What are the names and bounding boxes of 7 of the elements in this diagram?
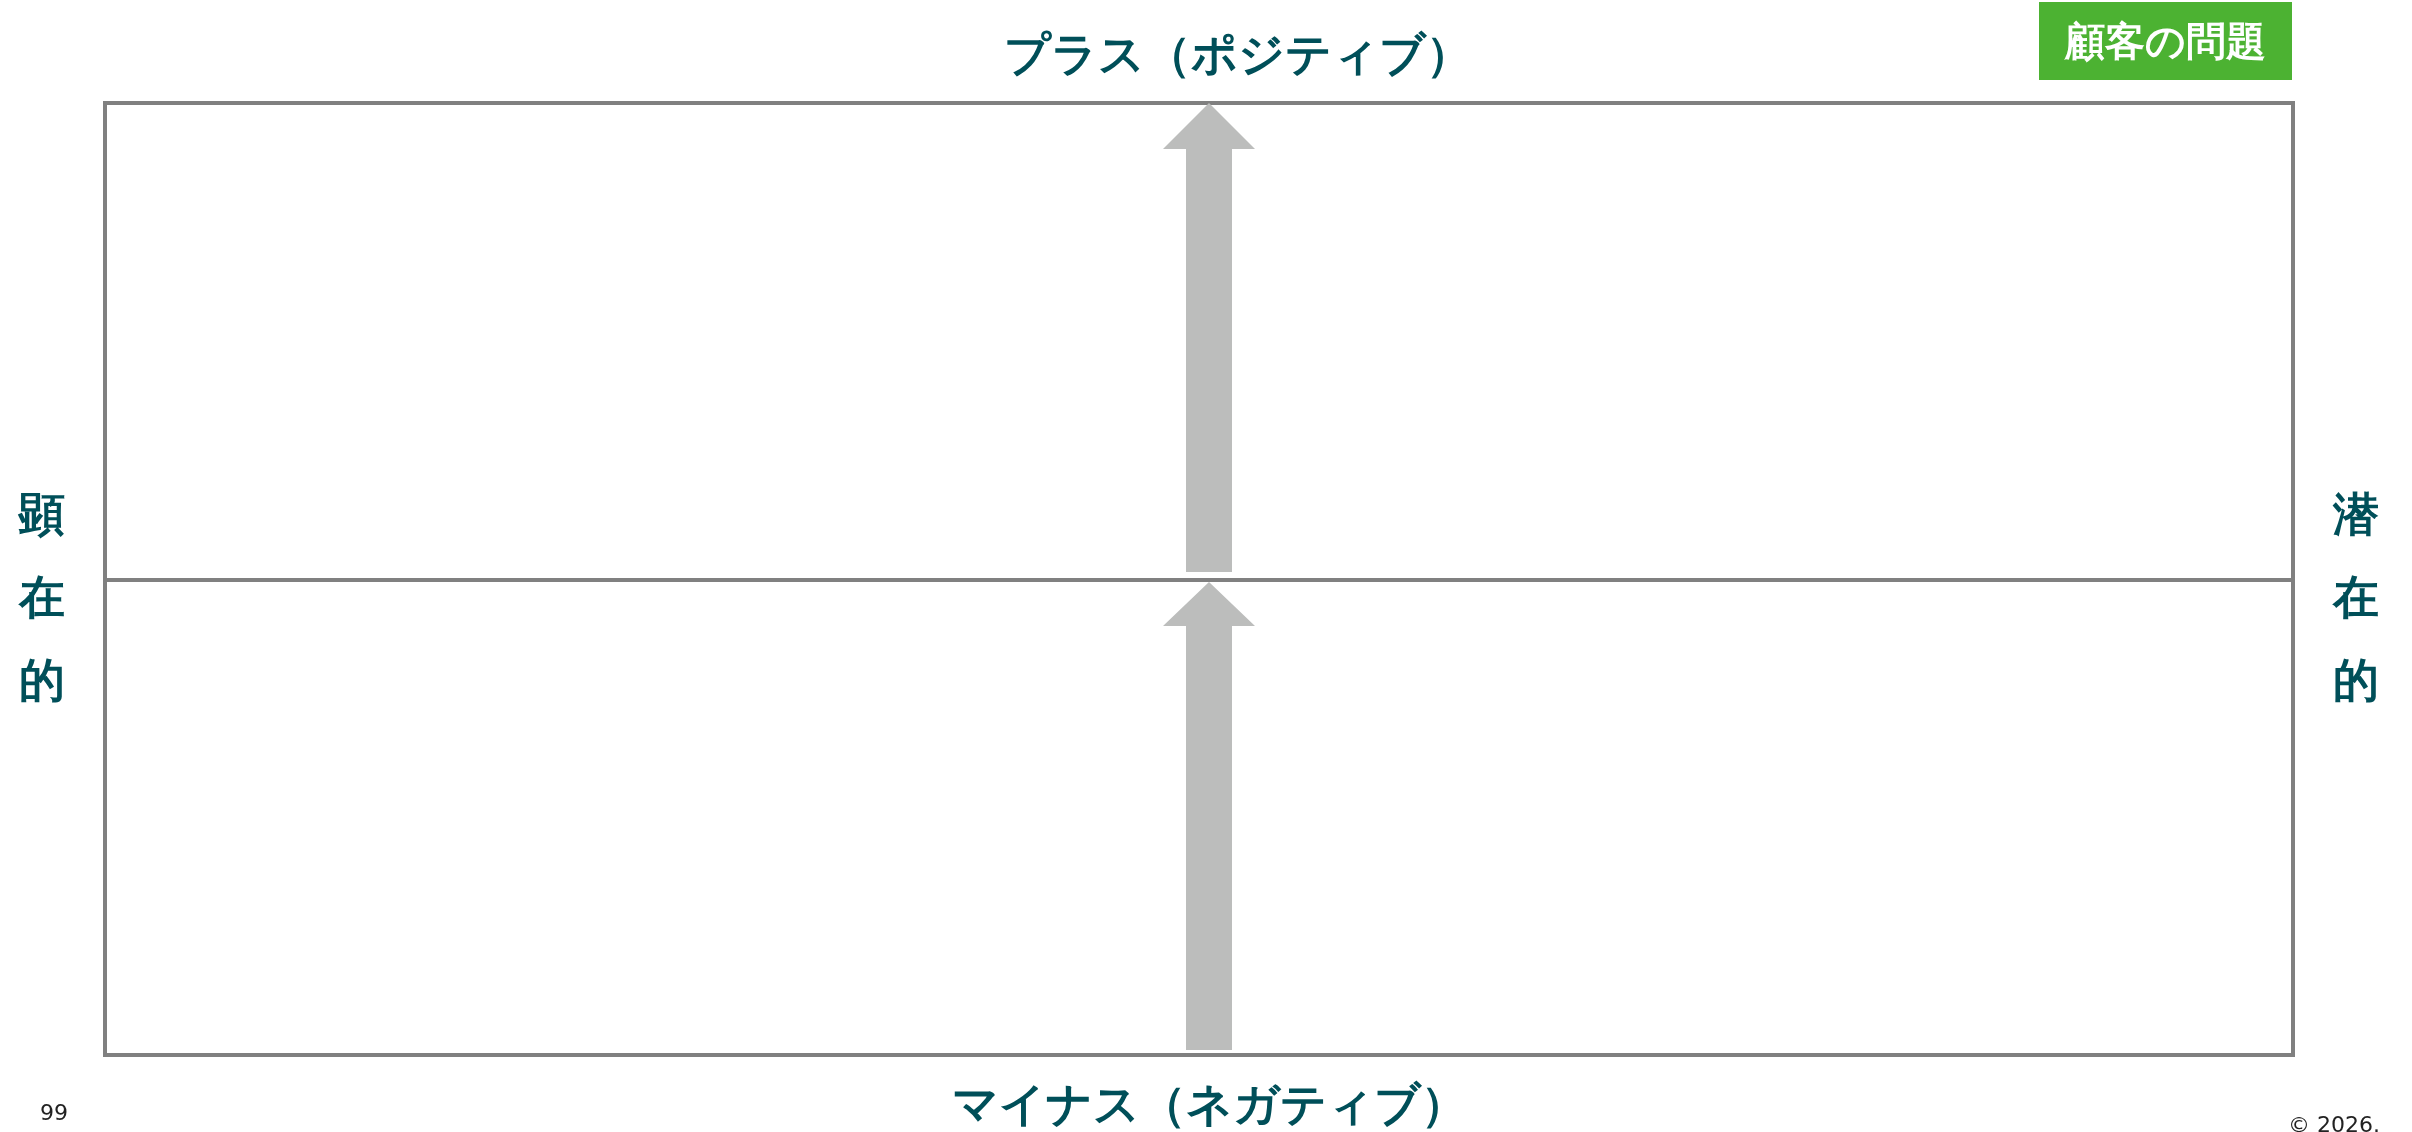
copyright-note: © 2026. xyxy=(2288,1112,2380,1132)
axis-label: 潜在的 xyxy=(2332,485,2380,709)
page-number: 99 xyxy=(40,1100,68,1125)
category-badge: 顧客の問題 xyxy=(2039,2,2292,80)
axis-label: マイナス（ネガティブ） xyxy=(951,1081,1467,1127)
axis-label: 顕在的 xyxy=(18,485,66,709)
axis-label: プラス（ポジティブ） xyxy=(1004,31,1472,77)
